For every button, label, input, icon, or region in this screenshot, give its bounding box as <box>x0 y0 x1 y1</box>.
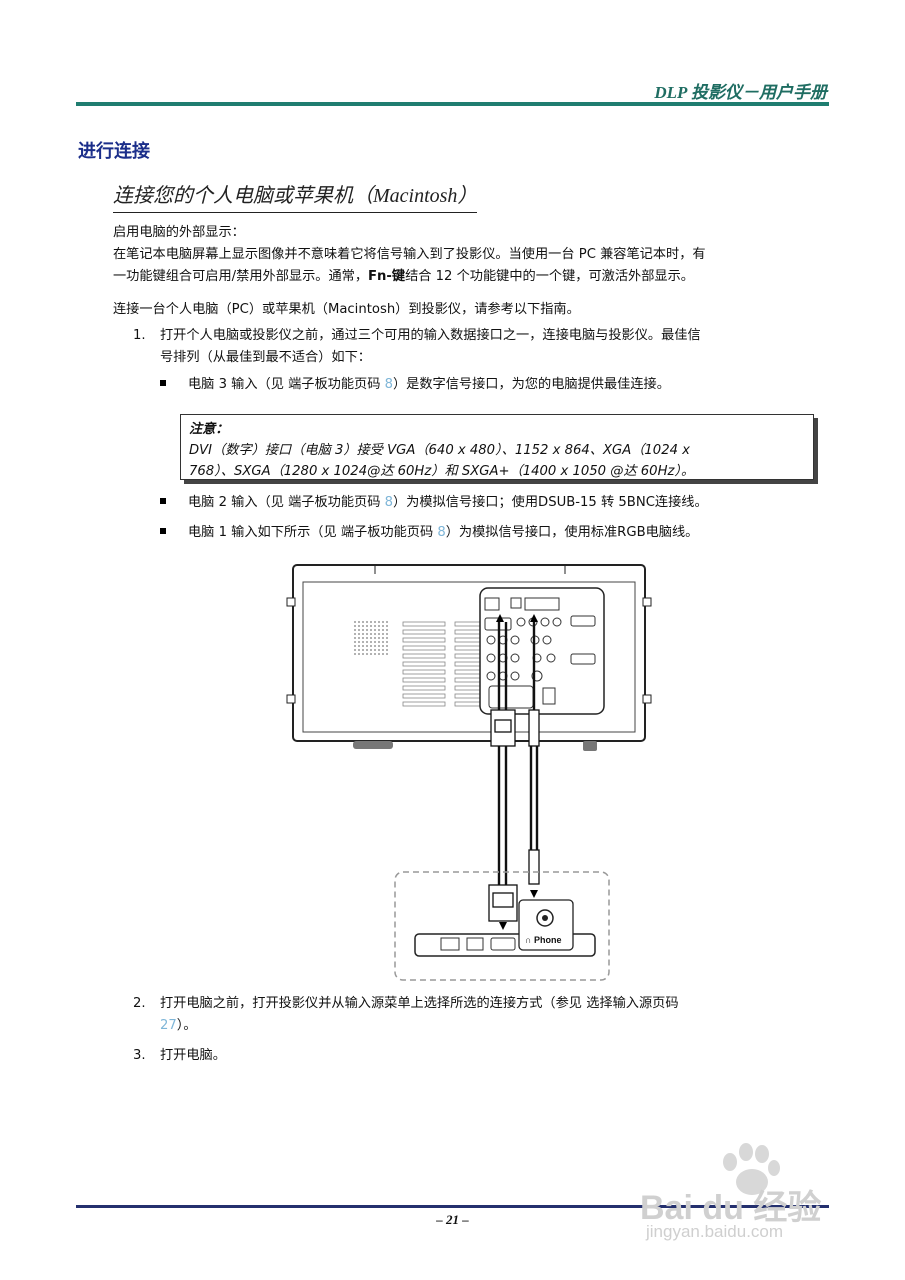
vent-grille <box>353 620 389 656</box>
note-line: 768）、SXGA（1280 x 1024@达 60Hz）和 SXGA+（140… <box>189 464 695 479</box>
note-title: 注意： <box>189 422 229 437</box>
laptop-area <box>394 871 610 981</box>
guide-line: 连接一台个人电脑（PC）或苹果机（Macintosh）到投影仪，请参考以下指南。 <box>113 302 580 317</box>
step-number: 3. <box>133 1048 146 1063</box>
intro-line-1: 启用电脑的外部显示： <box>113 225 245 240</box>
section-title: 进行连接 <box>78 141 150 162</box>
paw-icon <box>723 1143 780 1195</box>
page-link[interactable]: 8 <box>384 377 393 392</box>
page-link[interactable]: 8 <box>384 495 393 510</box>
step-text: 打开个人电脑或投影仪之前，通过三个可用的输入数据接口之一，连接电脑与投影仪。最佳… <box>160 328 701 365</box>
step-number: 2. <box>133 996 146 1011</box>
bullet-marker <box>160 528 168 536</box>
bullet-marker <box>160 380 168 388</box>
svg-text:∩: ∩ <box>525 935 532 945</box>
section-subtitle: 连接您的个人电脑或苹果机（Macintosh） <box>113 179 478 213</box>
header-title: DLP 投影仪－用户手册 <box>654 83 827 102</box>
watermark: Bai du 经验 jingyan.baidu.com <box>640 1140 860 1270</box>
bullet-item: 电脑 2 输入（见 端子板功能页码 8）为模拟信号接口；使用DSUB-15 转 … <box>188 495 708 510</box>
step-text: 打开电脑之前，打开投影仪并从输入源菜单上选择所选的连接方式（参见 选择输入源页码… <box>160 996 679 1033</box>
phone-label: Phone <box>534 935 562 945</box>
page-link[interactable]: 8 <box>437 525 446 540</box>
intro-line-2: 在笔记本电脑屏幕上显示图像并不意味着它将信号输入到了投影仪。当使用一台 PC 兼… <box>113 247 706 262</box>
watermark-url: jingyan.baidu.com <box>646 1222 784 1241</box>
step-text: 打开电脑。 <box>160 1048 226 1063</box>
bullet-item: 电脑 3 输入（见 端子板功能页码 8）是数字信号接口，为您的电脑提供最佳连接。 <box>188 377 670 392</box>
page-number: – 21 – <box>436 1212 469 1227</box>
watermark-brand: Bai du 经验 <box>640 1189 822 1227</box>
note-line: DVI（数字）接口（电脑 3）接受 VGA（640 x 480）、1152 x … <box>189 443 690 458</box>
header-rule <box>76 102 829 106</box>
intro-line-3: 一功能键组合可启用/禁用外部显示。通常，Fn-键结合 12 个功能键中的一个键，… <box>113 269 694 284</box>
fn-key: Fn-键 <box>368 269 406 284</box>
connection-diagram: ∩ Phone <box>286 564 652 981</box>
step-number: 1. <box>133 328 146 343</box>
page-link[interactable]: 27 <box>160 1018 177 1033</box>
note-box: 注意： DVI（数字）接口（电脑 3）接受 VGA（640 x 480）、115… <box>180 414 814 480</box>
bullet-marker <box>160 498 168 506</box>
bullet-item: 电脑 1 输入如下所示（见 端子板功能页码 8）为模拟信号接口，使用标准RGB电… <box>188 525 699 540</box>
footer-rule <box>76 1205 829 1208</box>
